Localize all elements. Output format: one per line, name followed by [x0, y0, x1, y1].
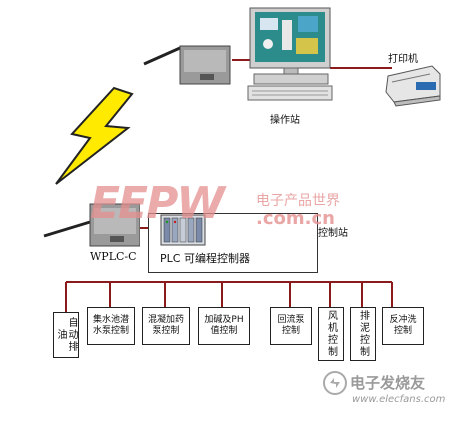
eepw-cn-watermark: 电子产品世界	[256, 193, 340, 209]
wplc-label: WPLC-C	[90, 250, 137, 263]
elecfans-cn-watermark: 电子发烧友	[350, 374, 426, 392]
printer-icon	[385, 65, 441, 107]
plc-label: PLC 可编程控制器	[160, 252, 250, 265]
printer-label: 打印机	[388, 54, 418, 65]
module-return-pump-control: 回流泵控制	[270, 307, 312, 345]
module-sludge-discharge-control: 排泥控制	[350, 307, 376, 361]
module-auto-oil-drain: 自动排油	[53, 312, 79, 358]
control-station-label: 控制站	[318, 228, 348, 239]
module-backwash-control: 反冲洗控制	[382, 307, 424, 345]
lightning-bolt-icon	[55, 86, 134, 185]
computer-icon	[247, 7, 333, 101]
eepw-url-watermark: .com.cn	[256, 208, 335, 229]
plc-rack-icon	[160, 214, 206, 246]
module-fan-control: 风机控制	[318, 307, 344, 361]
elecfans-url-watermark: www.elecfans.com	[352, 394, 446, 405]
module-alkali-ph-control: 加碱及PH值控制	[198, 307, 250, 345]
elecfans-logo-icon	[323, 371, 347, 395]
wireless-modem-top-icon	[143, 45, 231, 85]
wplc-modem-icon	[43, 203, 140, 247]
module-sump-pump-control: 集水池潜水泵控制	[87, 307, 135, 345]
module-coagulant-pump-control: 混凝加药泵控制	[142, 307, 190, 345]
eepw-logo-watermark: EEPW	[90, 178, 225, 229]
operator-station-label: 操作站	[270, 115, 300, 126]
